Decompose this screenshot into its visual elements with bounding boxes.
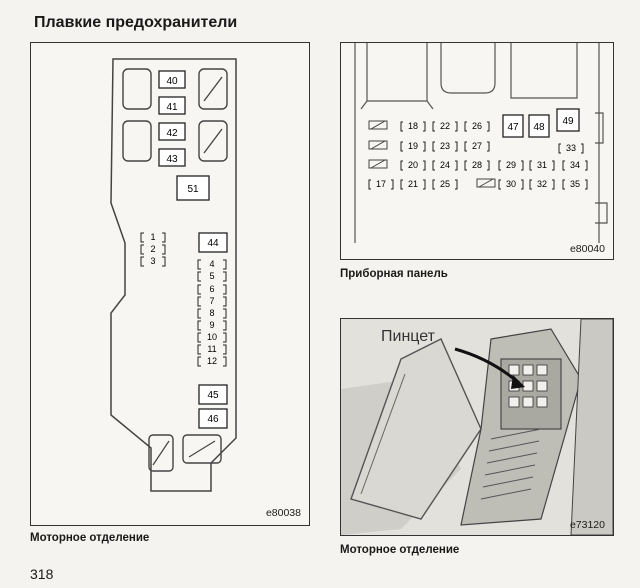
fuse-31: 31: [537, 160, 547, 170]
fuse-25: 25: [440, 179, 450, 189]
page-number: 318: [30, 566, 54, 582]
engine-photo: Пинцет e73120: [340, 318, 614, 536]
fuse-33: 33: [566, 143, 576, 153]
fuse-12: 12: [207, 356, 217, 366]
instrument-diagram-code: e80040: [569, 243, 605, 255]
fuse-20: 20: [408, 160, 418, 170]
fuse-29: 29: [506, 160, 516, 170]
fuse-11: 11: [207, 344, 216, 354]
relay-left-mid: [122, 120, 152, 162]
fuse-44: 44: [207, 238, 219, 249]
instrument-panel-drawing: 47 48 49 18 22 26 19 23 27 33 20 24 28 2…: [354, 43, 608, 243]
fuse-41: 41: [166, 102, 178, 113]
fuse-10: 10: [207, 332, 217, 342]
photo-caption: Моторное отделение: [340, 544, 460, 556]
fuse-34: 34: [570, 160, 580, 170]
fuse-22: 22: [440, 121, 450, 131]
fuse-30: 30: [506, 179, 516, 189]
fuse-box-outline: [110, 58, 237, 492]
fuse-43: 43: [166, 154, 178, 165]
fuse-1: 1: [150, 232, 155, 242]
fuse-24: 24: [440, 160, 450, 170]
fuse-45: 45: [207, 390, 219, 401]
fuse-2: 2: [150, 244, 155, 254]
fuse-17: 17: [376, 179, 386, 189]
fuse-7: 7: [209, 296, 214, 306]
fuse-8: 8: [209, 308, 214, 318]
fuse-32: 32: [537, 179, 547, 189]
fuse-9: 9: [209, 320, 214, 330]
instrument-caption: Приборная панель: [340, 268, 448, 280]
fuse-4: 4: [209, 259, 214, 269]
relay-right-top: [198, 68, 228, 110]
fuse-26: 26: [472, 121, 482, 131]
relay-right-mid: [198, 120, 228, 162]
fuse-42: 42: [166, 128, 178, 139]
engine-photo-drawing: Пинцет: [341, 318, 614, 536]
relay-bottom-right: [182, 434, 222, 464]
fuse-46: 46: [207, 414, 219, 425]
fuse-35: 35: [570, 179, 580, 189]
fuse-47: 47: [507, 122, 519, 133]
fuse-49: 49: [562, 116, 574, 127]
tweezers-label: Пинцет: [381, 328, 436, 345]
page-title: Плавкие предохранители: [34, 14, 238, 31]
engine-diagram-code: e80038: [265, 507, 301, 519]
fuse-18: 18: [408, 121, 418, 131]
instrument-panel-diagram: 47 48 49 18 22 26 19 23 27 33 20 24 28 2…: [340, 42, 614, 260]
fuse-21: 21: [408, 179, 418, 189]
fuse-23: 23: [440, 141, 450, 151]
fuse-3: 3: [150, 256, 155, 266]
fuse-51: 51: [187, 184, 199, 195]
engine-fuse-diagram: 40 41 42 43 51 44 45 46 1 2 3 4 5 6 7 8 …: [30, 42, 310, 526]
fuse-19: 19: [408, 141, 418, 151]
fuse-5: 5: [209, 271, 214, 281]
engine-caption: Моторное отделение: [30, 532, 150, 544]
small-fuses-right: 4 5 6 7 8 9 10 11 12: [197, 259, 227, 367]
fuse-40: 40: [166, 76, 178, 87]
fuse-48: 48: [533, 122, 545, 133]
fuse-28: 28: [472, 160, 482, 170]
relay-left-top: [122, 68, 152, 110]
photo-code: e73120: [569, 519, 605, 531]
fuse-27: 27: [472, 141, 482, 151]
fuse-6: 6: [209, 284, 214, 294]
engine-fuse-box-drawing: 40 41 42 43 51 44 45 46 1 2 3 4 5 6 7 8 …: [110, 58, 237, 492]
relay-bottom-left: [148, 434, 174, 472]
